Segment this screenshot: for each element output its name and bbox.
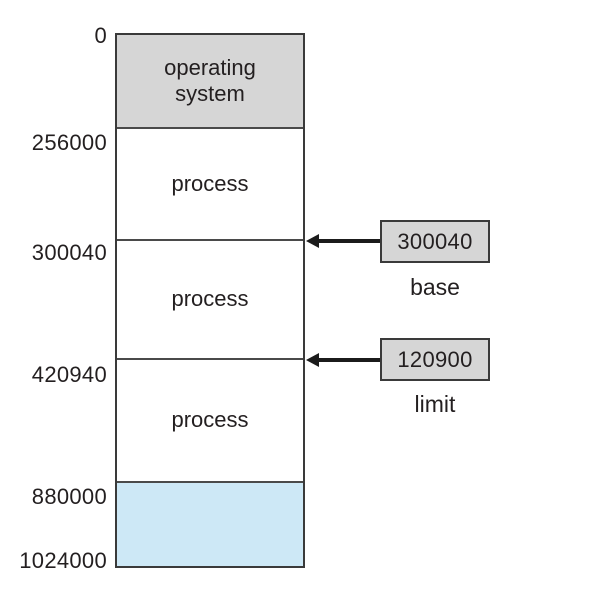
arrow-left-icon [306, 353, 319, 367]
base-register-box: 300040 [380, 220, 490, 263]
address-label-420940: 420940 [31, 362, 107, 387]
segment-process-3: process [117, 360, 303, 483]
base-register-value: 300040 [397, 228, 473, 254]
base-register-caption: base [410, 274, 460, 300]
limit-arrow [306, 353, 382, 367]
address-label-1024000: 1024000 [19, 548, 107, 573]
address-label-300040: 300040 [31, 240, 107, 265]
segment-label-process-3: process [171, 407, 249, 433]
limit-register-caption: limit [414, 391, 456, 417]
limit-register-value: 120900 [397, 346, 473, 372]
segment-label-process-1: process [171, 170, 249, 196]
arrow-shaft [316, 358, 382, 362]
segment-free-space [117, 483, 303, 566]
address-label-880000: 880000 [31, 484, 107, 509]
address-label-256000: 256000 [31, 130, 107, 155]
segment-process-1: process [117, 129, 303, 241]
arrow-shaft [316, 239, 382, 243]
arrow-left-icon [306, 234, 319, 248]
segment-label-process-2: process [171, 286, 249, 312]
limit-register-box: 120900 [380, 338, 490, 381]
base-arrow [306, 234, 382, 248]
segment-process-2: process [117, 241, 303, 360]
segment-operating-system: operating system [117, 35, 303, 129]
segment-label-operating-system: operating system [164, 54, 256, 106]
address-label-0: 0 [94, 23, 107, 48]
memory-column: operating system process process process [115, 33, 305, 568]
